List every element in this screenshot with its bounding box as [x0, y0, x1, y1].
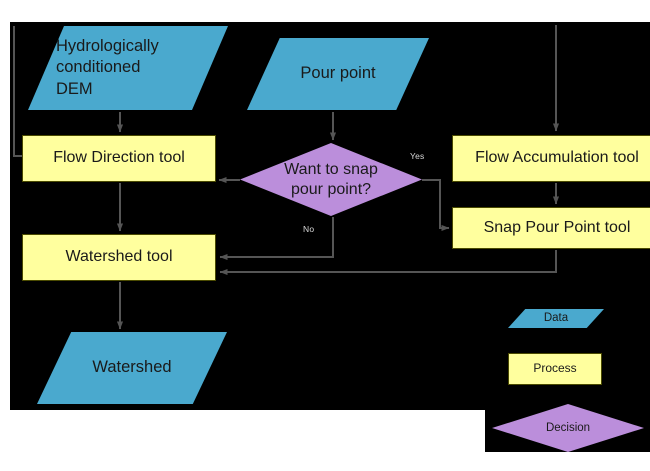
node-flow-direction-tool[interactable]: Flow Direction tool	[22, 135, 216, 182]
edge-snap-to-wshtool	[219, 250, 557, 276]
legend-label-decision: Decision	[545, 421, 591, 434]
legend-item-process: Process	[508, 353, 602, 385]
edge-label-no: No	[303, 224, 315, 234]
node-label-flow-accumulation-tool: Flow Accumulation tool	[475, 149, 639, 167]
dem-line-3: DEM	[56, 79, 93, 98]
node-watershed-tool[interactable]: Watershed tool	[22, 234, 216, 281]
node-label-pour-point: Pour point	[300, 64, 376, 83]
decision-line-2: pour point?	[290, 180, 372, 198]
node-label-decision: Want to snap pour point?	[272, 160, 390, 199]
edge-left-rail	[13, 26, 25, 157]
node-label-flow-direction-tool: Flow Direction tool	[53, 149, 185, 167]
edge-decision-yes-to-snap	[422, 179, 450, 232]
node-snap-pour-point-tool[interactable]: Snap Pour Point tool	[452, 207, 650, 249]
decision-line-1: Want to snap	[284, 160, 378, 178]
legend-item-data: Data	[508, 309, 604, 328]
node-pour-point[interactable]: Pour point	[247, 38, 429, 110]
legend-label-process: Process	[533, 361, 577, 376]
edge-label-yes: Yes	[410, 151, 425, 161]
dem-line-2: conditioned	[56, 58, 141, 77]
node-flow-accumulation-tool[interactable]: Flow Accumulation tool	[452, 135, 650, 182]
dem-line-1: Hydrologically	[56, 37, 159, 56]
node-watershed[interactable]: Watershed	[37, 332, 227, 404]
node-label-watershed-tool: Watershed tool	[65, 248, 173, 266]
edge-decision-no-to-wshtool	[219, 217, 334, 261]
node-label-watershed: Watershed	[92, 358, 172, 377]
legend-label-data: Data	[543, 312, 569, 325]
node-label-snap-pour-point-tool: Snap Pour Point tool	[483, 218, 631, 236]
